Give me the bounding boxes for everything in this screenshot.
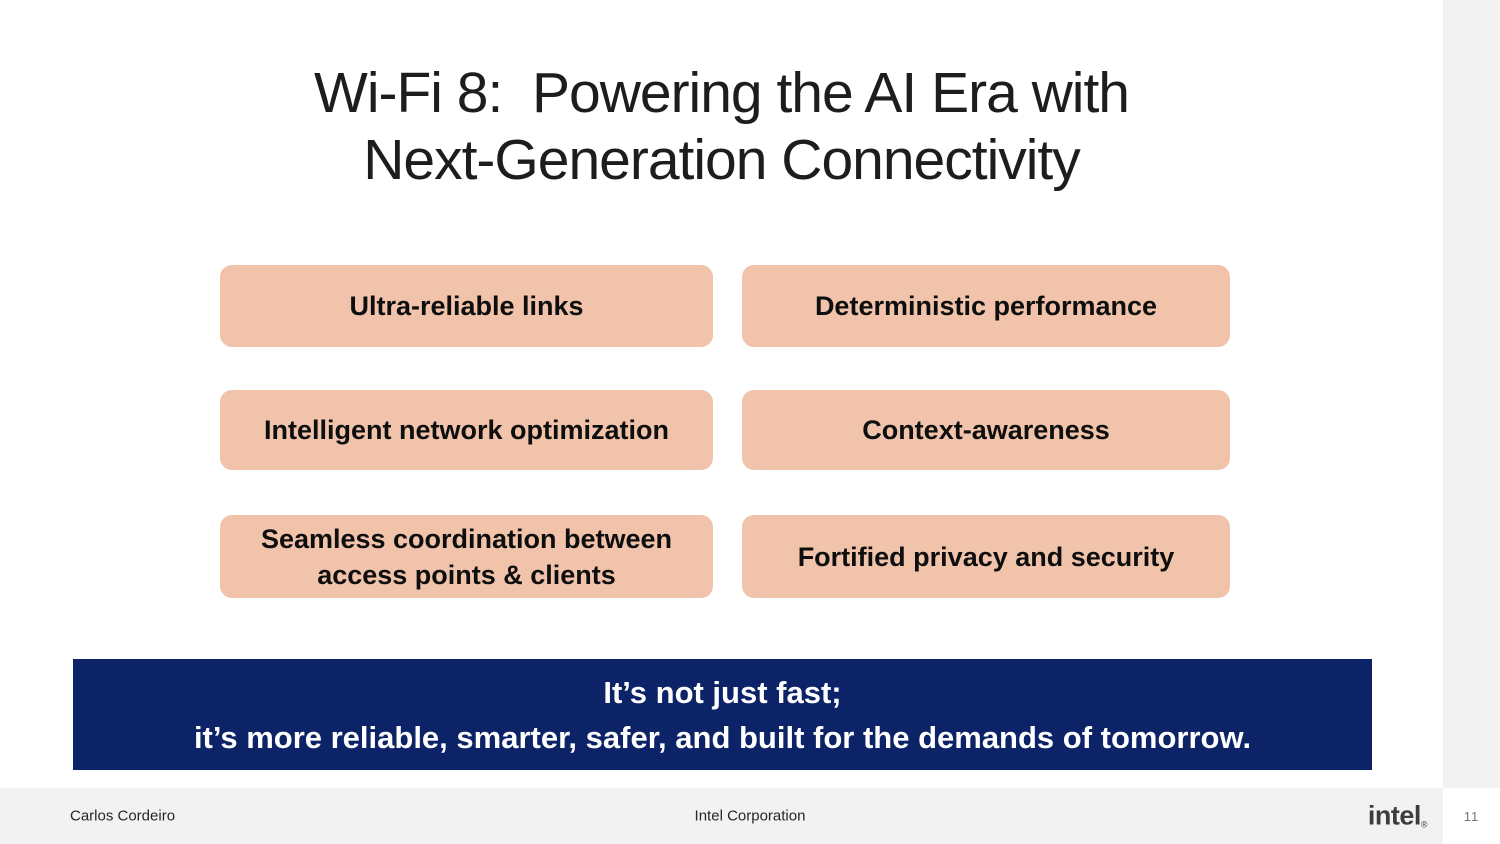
intel-logo-text: intel [1367,800,1422,831]
feature-label: Context-awareness [862,415,1110,445]
footer-company-label: Intel Corporation [694,807,806,825]
banner-line1: It’s not just fast; [603,674,842,710]
slide-title-line1: Wi-Fi 8: Powering the AI Era with [314,61,1130,125]
feature-label: Ultra-reliable links [349,291,584,321]
slide-title: Wi-Fi 8: Powering the AI Era with Next-G… [0,60,1443,194]
slide-canvas: Wi-Fi 8: Powering the AI Era with Next-G… [0,60,1443,770]
feature-label: Seamless coordination between access poi… [260,523,673,590]
summary-banner: It’s not just fast; it’s more reliable, … [73,659,1372,770]
feature-box-fortified-privacy-security: Fortified privacy and security [742,515,1230,598]
banner-line2: it’s more reliable, smarter, safer, and … [193,719,1252,755]
footer-author-label: Carlos Cordeiro [70,807,176,825]
feature-box-ultra-reliable-links: Ultra-reliable links [220,265,713,347]
intel-logo: intel® [1367,800,1428,831]
feature-box-deterministic-performance: Deterministic performance [742,265,1230,347]
slide-footer: Carlos Cordeiro Intel Corporation intel® [0,788,1443,844]
page-number-box: 11 [1443,788,1500,844]
feature-label: Fortified privacy and security [797,541,1175,572]
registered-mark-icon: ® [1420,819,1428,830]
viewer-right-gutter [1443,0,1500,788]
feature-box-seamless-coordination: Seamless coordination between access poi… [220,515,713,598]
page-number: 11 [1463,808,1480,824]
slide-title-line2: Next-Generation Connectivity [363,128,1081,192]
feature-label: Deterministic performance [814,291,1158,321]
feature-box-intelligent-network-optimization: Intelligent network optimization [220,390,713,470]
feature-label: Intelligent network optimization [264,415,669,445]
feature-box-context-awareness: Context-awareness [742,390,1230,470]
